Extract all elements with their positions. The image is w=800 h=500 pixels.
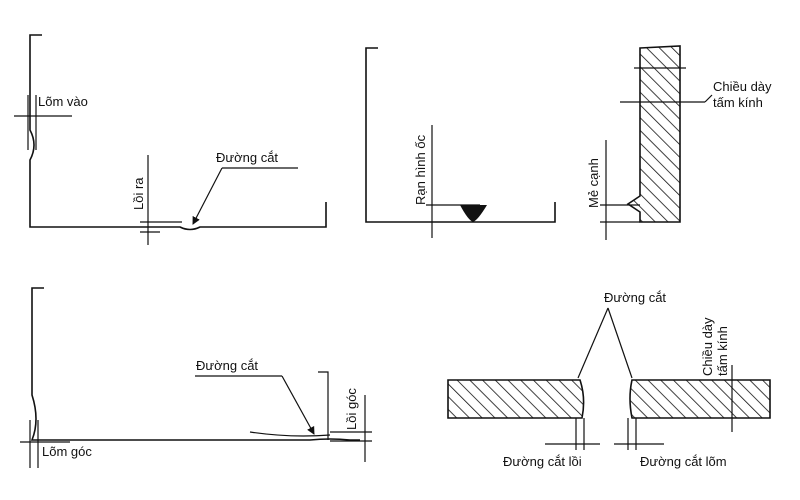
panel-spiral-crack: Rạn hình ốc: [365, 47, 556, 238]
label-duong-cat-3: Đường cắt: [604, 290, 666, 305]
label-chieu-day-1: Chiều dày: [713, 79, 772, 94]
label-tam-kinh-1: tấm kính: [713, 95, 763, 110]
duong-cat-3-leader-left: [577, 307, 609, 379]
label-ran-hinh-oc: Rạn hình ốc: [413, 134, 428, 205]
label-loi-ra: Lồi ra: [131, 177, 146, 210]
label-loi-goc: Lồi góc: [344, 388, 359, 430]
label-me-canh: Mẻ cạnh: [586, 158, 601, 208]
label-duong-cat-lom: Đường cắt lõm: [640, 454, 727, 469]
label-lom-goc: Lõm góc: [42, 444, 92, 459]
corner-upright: [318, 371, 329, 440]
duong-cat-3-leader-right: [607, 307, 633, 379]
glass-outline-1: [29, 34, 327, 231]
label-tam-kinh-2: tấm kính: [715, 326, 730, 376]
glass-section-hatched-1: [626, 45, 681, 223]
glass-section-left: [447, 379, 585, 419]
glass-outline-2: [365, 47, 556, 223]
glass-section-right: [629, 379, 771, 419]
spiral-chip-mark: [460, 205, 487, 222]
chieu-day-1-leader: [704, 94, 713, 103]
label-duong-cat-loi: Đường cắt lồi: [503, 454, 582, 469]
panel-edge-chip: Chiều dày tấm kính Mẻ cạnh: [586, 45, 772, 240]
label-lom-vao: Lõm vào: [38, 94, 88, 109]
glass-outline-4: [30, 287, 360, 441]
panel-corner-defects: Lồi góc Lõm góc Đường cắt: [20, 287, 372, 468]
corner-curve: [249, 431, 331, 437]
label-chieu-day-2: Chiều dày: [700, 317, 715, 376]
duong-cat-1-leader: [192, 167, 223, 225]
label-duong-cat-2: Đường cắt: [196, 358, 258, 373]
duong-cat-2-leader: [281, 375, 315, 435]
panel-concave-convex: Lõm vào Lồi ra Đường cắt: [14, 34, 327, 245]
label-duong-cat-1: Đường cắt: [216, 150, 278, 165]
panel-cut-edge-profiles: Đường cắt Chiều dày tấm kính Đường cắt l…: [447, 290, 771, 469]
